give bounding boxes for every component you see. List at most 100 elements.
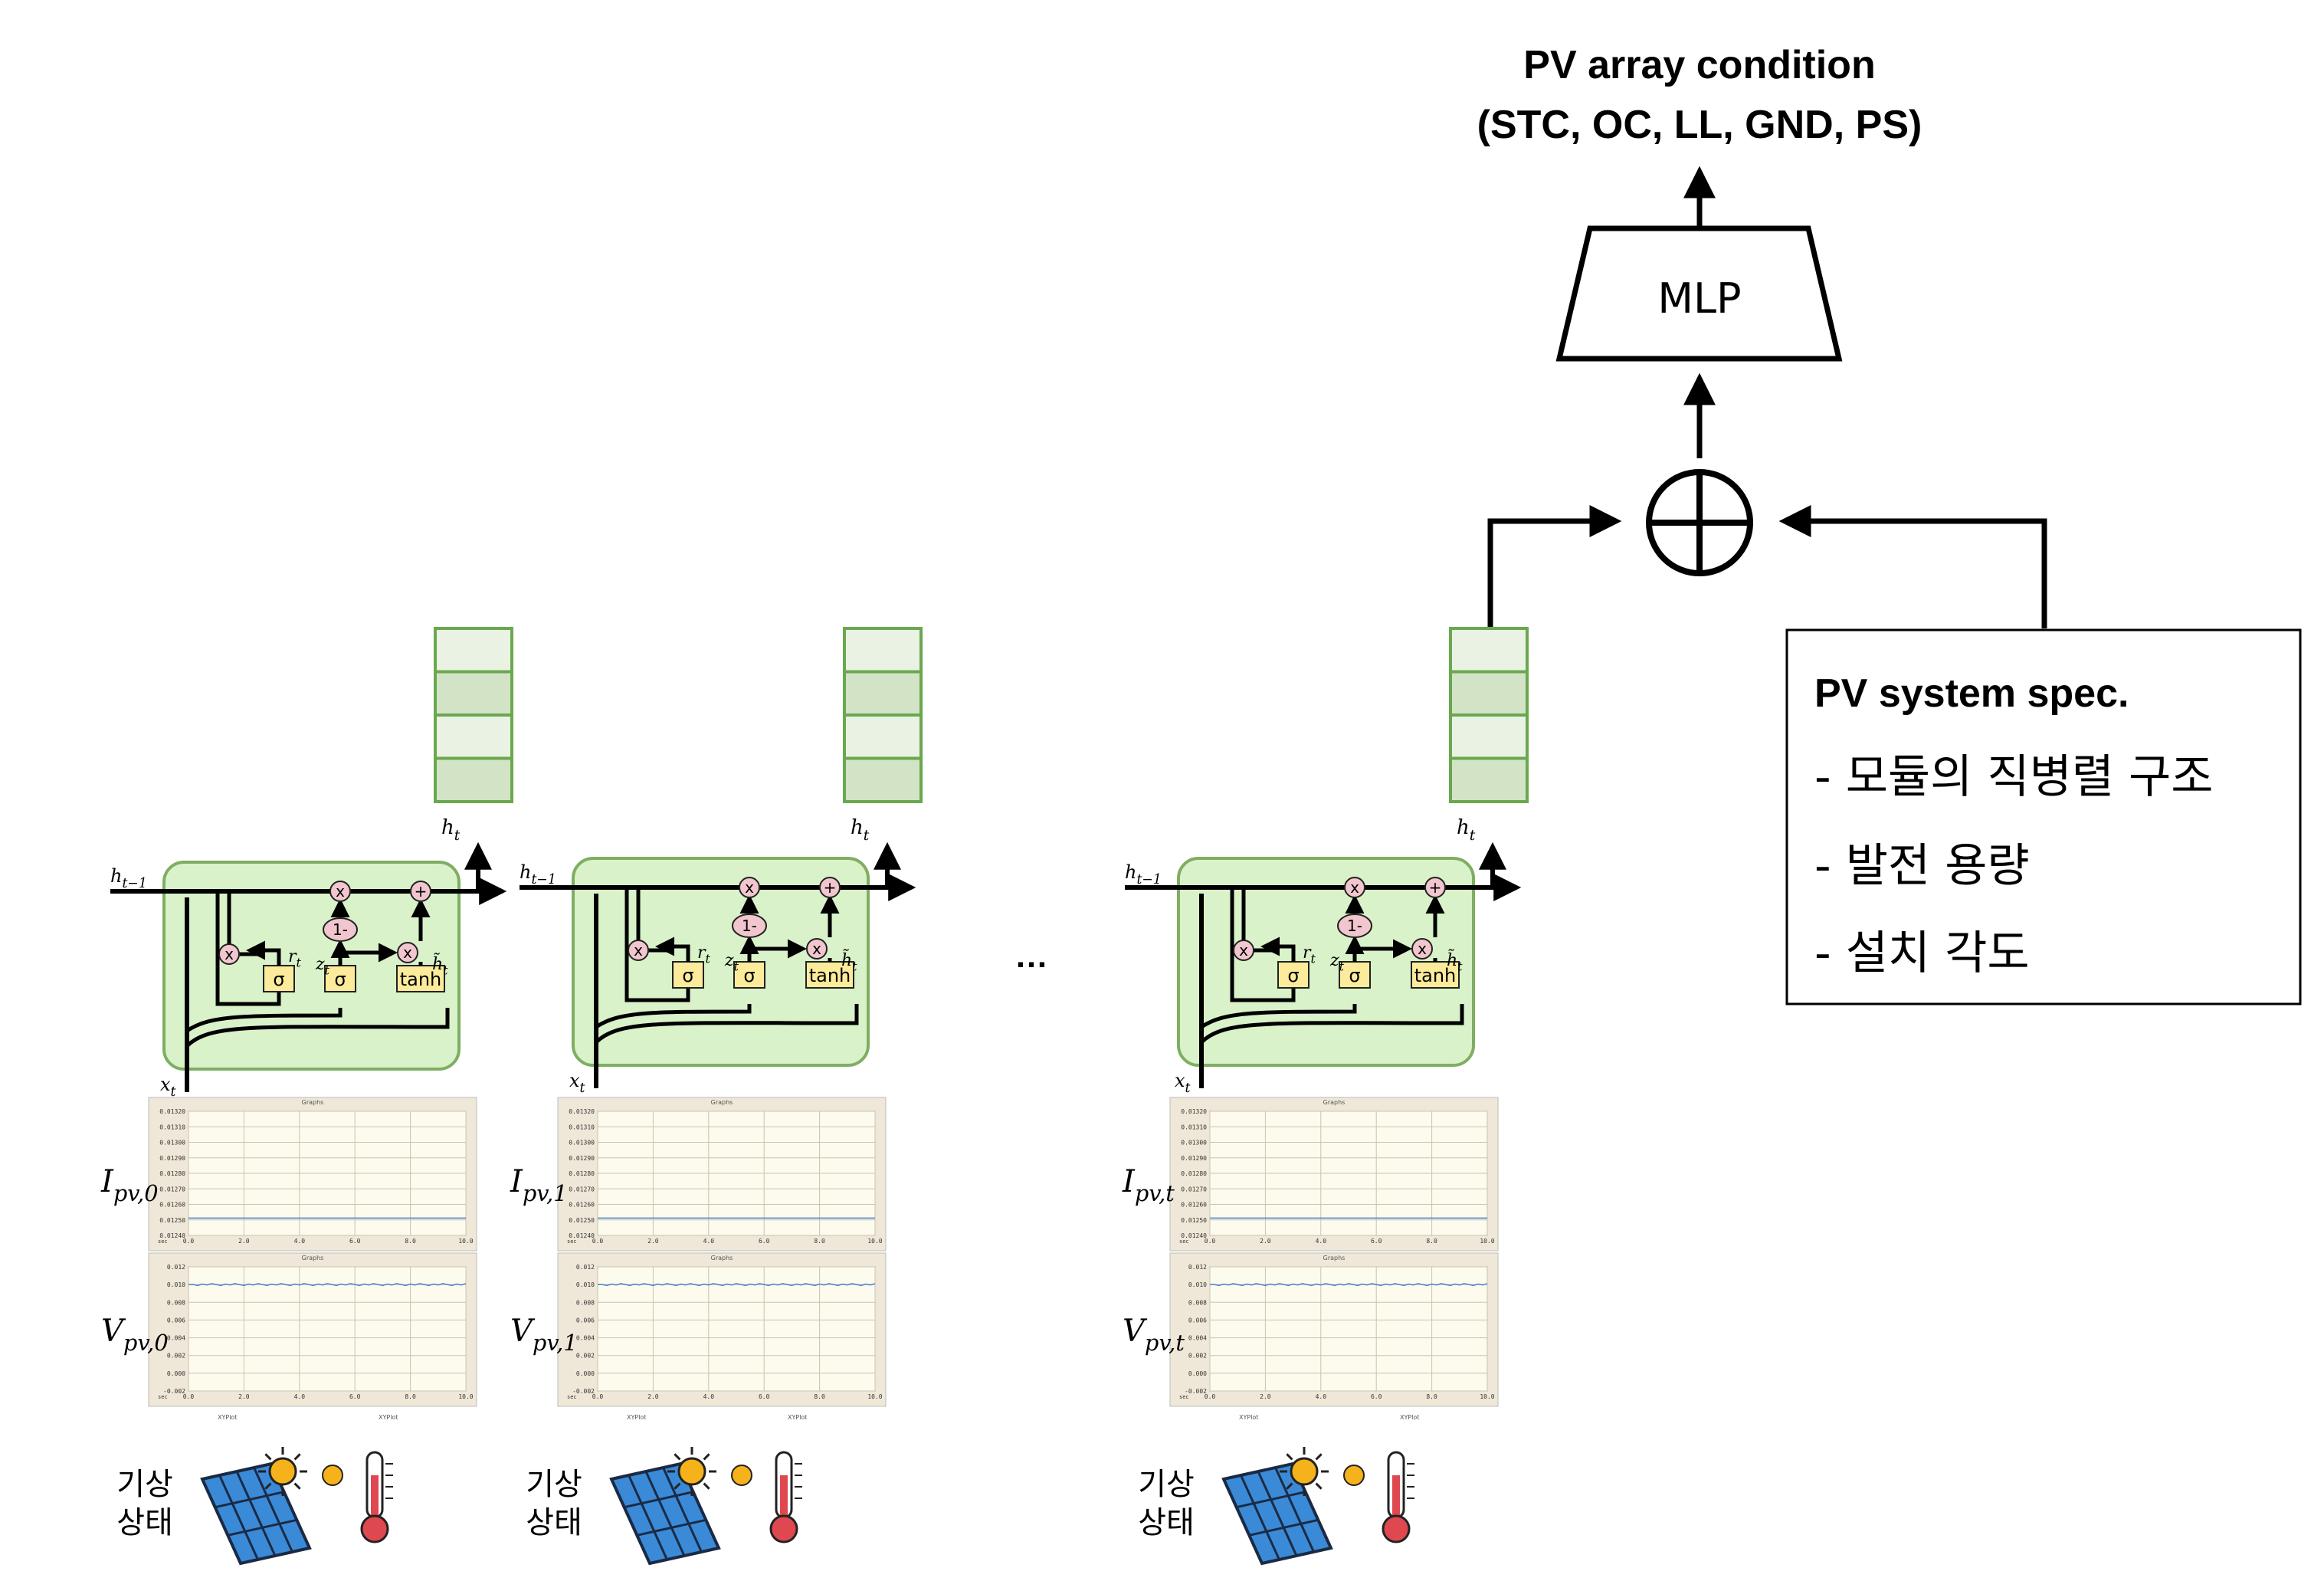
y-tick-label: 0.01270 [159, 1186, 185, 1192]
x-tick-label: 4.0 [294, 1238, 306, 1245]
graph-footer-tab: XYPlot [1400, 1414, 1419, 1421]
y-tick-label: 0.012 [167, 1264, 185, 1271]
current-graph-window: Graphs0.013200.013100.013000.012900.0128… [557, 1097, 887, 1251]
plot-area [188, 1266, 467, 1392]
graph-window-title: Graphs [302, 1099, 324, 1106]
y-tick-label: -0.002 [1185, 1388, 1207, 1395]
y-tick-label: 0.01300 [569, 1140, 595, 1147]
hidden-branch-r [215, 891, 281, 1006]
y-tick-label: 0.01260 [1181, 1202, 1207, 1209]
panel-grid-line [628, 1475, 668, 1560]
x-tick-label: 4.0 [1316, 1393, 1327, 1400]
pv-system-spec-box: PV system spec. - 모듈의 직병렬 구조 - 발전 용량 - 설… [1785, 628, 2302, 1005]
y-tick-label: 0.01300 [1181, 1140, 1207, 1147]
gate-reset-sigma-label: σ [682, 965, 693, 986]
gate-reset-sigma [263, 965, 295, 992]
sun-icon [1280, 1447, 1329, 1496]
gate-candidate-tanh-label: tanh [809, 965, 851, 986]
panel-grid-line [215, 1491, 284, 1509]
voltage-graph-window: Graphs0.0120.0100.0080.0060.0040.0020.00… [1169, 1252, 1499, 1407]
y-tick-label: 0.004 [1188, 1335, 1207, 1342]
y-tick-label: 0.01240 [569, 1232, 595, 1239]
gate-candidate-tanh-label: tanh [1414, 965, 1457, 986]
op-mult-candidate [1411, 938, 1433, 960]
op-mult-candidate-label: x [1418, 940, 1427, 958]
gate-reset-sigma-label: σ [273, 969, 284, 990]
x-tick-label: 2.0 [238, 1393, 250, 1400]
mlp-trapezoid [1555, 225, 1843, 362]
weather-line2: 상태 [1138, 1505, 1195, 1540]
op-mult-reset [218, 943, 240, 965]
x-tick-label: 6.0 [1371, 1238, 1382, 1245]
sun-icon [667, 1447, 716, 1496]
op-mult-reset [628, 940, 649, 961]
hidden-state-vector [434, 627, 513, 803]
gate-update-sigma-label: σ [334, 969, 346, 990]
arrow-to-output [1479, 841, 1506, 890]
z-label: zt [315, 955, 330, 978]
sun-ray [293, 1482, 301, 1490]
graph-footer-tab: XYPlot [379, 1414, 398, 1421]
y-tick-label: 0.002 [1188, 1353, 1207, 1360]
x-unit-label: sec [567, 1394, 577, 1400]
h-out-label: ht [1457, 816, 1476, 844]
gate-update-sigma [733, 961, 765, 989]
graph-footer-tab: XYPlot [627, 1414, 646, 1421]
arrow-hidden-to-concat [1487, 505, 1622, 628]
output-title-line1: PV array condition [1523, 43, 1875, 87]
op-plus [819, 877, 841, 898]
weather-line2: 상태 [526, 1505, 582, 1540]
solar-panel-icon [1221, 1461, 1333, 1566]
thermometer-icon [322, 1451, 393, 1543]
gate-reset-sigma-label: σ [1287, 965, 1299, 986]
op-plus-label: + [824, 878, 837, 897]
voltage-label: Vpv,0 [101, 1314, 169, 1356]
x-in-label: xt [1175, 1070, 1191, 1096]
h-out-label: ht [851, 816, 870, 844]
x-tick-label: 6.0 [759, 1238, 770, 1245]
mini-sun [1343, 1465, 1365, 1486]
y-tick-label: 0.01280 [159, 1170, 185, 1177]
x-tick-label: 10.0 [867, 1238, 882, 1245]
y-tick-label: 0.000 [576, 1370, 595, 1377]
r-label: rt [697, 943, 711, 966]
weather-line1: 기상 [1138, 1467, 1195, 1502]
gate-candidate-tanh [1411, 961, 1460, 989]
r-label: rt [288, 947, 302, 970]
gate-candidate-tanh [805, 961, 854, 989]
op-plus [1424, 877, 1446, 898]
signal-trace [188, 1283, 467, 1287]
x-tick-label: 4.0 [294, 1393, 306, 1400]
op-mult-candidate [806, 938, 828, 960]
h-tilde-label: h̃t [432, 953, 448, 977]
y-tick-label: 0.000 [1188, 1370, 1207, 1377]
x-tick-label: 0.0 [592, 1238, 604, 1245]
sun-ray [1286, 1453, 1293, 1461]
sun-icon [258, 1447, 307, 1496]
arrow-r [1260, 937, 1296, 962]
gate-update-sigma-label: σ [743, 965, 755, 986]
op-one-minus [323, 917, 358, 942]
x-in-label: xt [569, 1070, 585, 1096]
vector-cell [1449, 670, 1529, 717]
sun-ray [264, 1482, 272, 1490]
vector-cell [434, 670, 513, 717]
voltage-label: Vpv,1 [510, 1314, 578, 1356]
y-tick-label: 0.01240 [159, 1232, 185, 1239]
y-tick-label: 0.01310 [159, 1124, 185, 1130]
graph-window-title: Graphs [1323, 1099, 1346, 1106]
x-tick-label: 6.0 [1371, 1393, 1382, 1400]
x-tick-label: 0.0 [1205, 1238, 1216, 1245]
x-tick-label: 6.0 [349, 1238, 361, 1245]
current-label: Ipv,1 [510, 1164, 568, 1206]
y-tick-label: 0.004 [576, 1335, 595, 1342]
sun-ray [703, 1453, 710, 1461]
op-mult-update [1344, 877, 1365, 898]
z-label: zt [724, 951, 739, 974]
spec-item-angle: - 설치 각도 [1814, 927, 2030, 980]
graph-footer-tab: XYPlot [788, 1414, 807, 1421]
weather-line1: 기상 [526, 1467, 582, 1502]
